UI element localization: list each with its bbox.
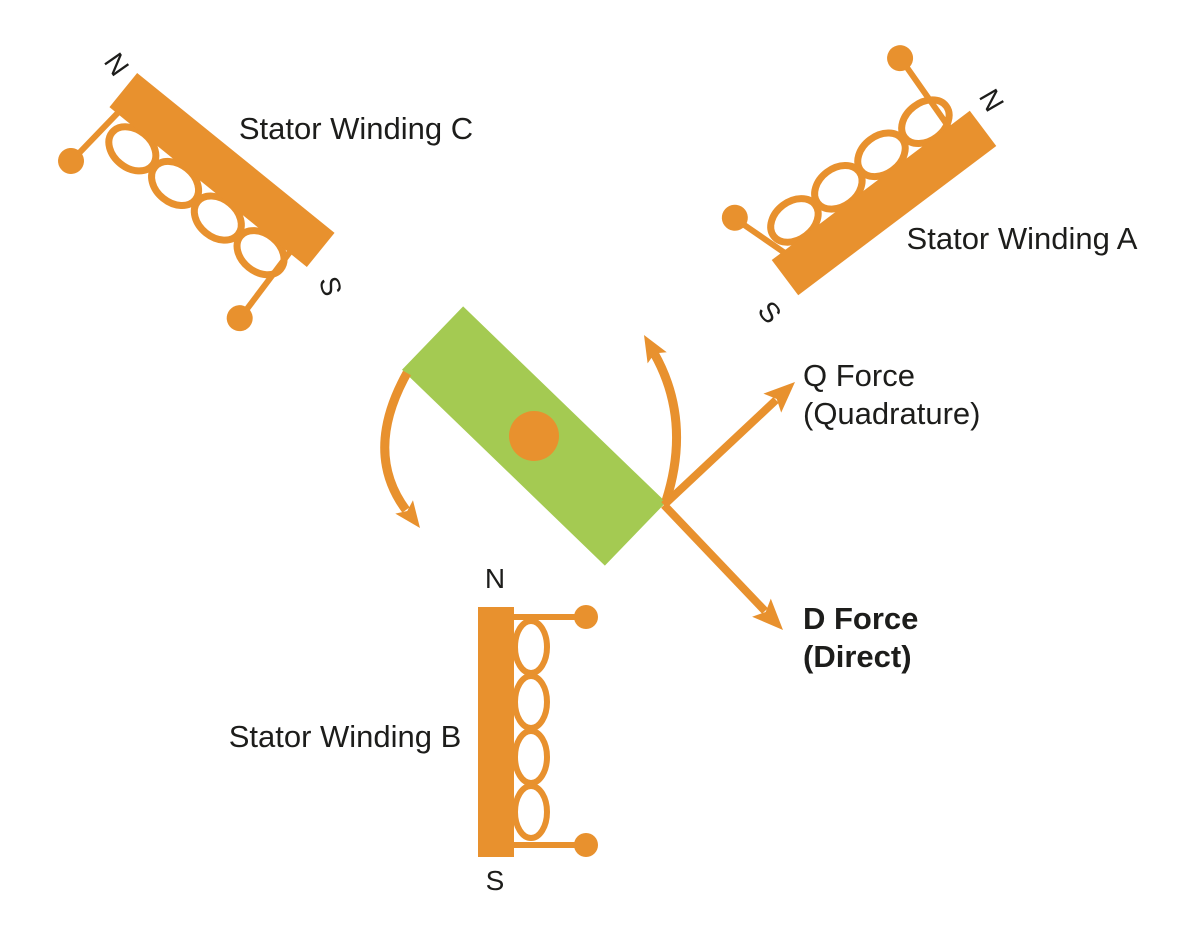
- winding-c-terminal-north-dot: [58, 147, 85, 174]
- d-force-arrow-shaft: [661, 502, 768, 614]
- winding-a: [721, 45, 997, 296]
- winding-a-terminal-north-dot: [887, 45, 914, 72]
- d-force-label-line2: (Direct): [803, 639, 912, 674]
- winding-c: [58, 72, 335, 332]
- winding-b-north-label: N: [485, 563, 505, 594]
- d-force-arrow: [661, 502, 783, 630]
- q-force-arrow: [661, 382, 795, 508]
- rotation-arrow-right-head: [644, 335, 667, 364]
- q-force-arrow-shaft: [661, 397, 779, 508]
- winding-a-title: Stator Winding A: [907, 221, 1138, 256]
- winding-b-terminal-north-dot: [574, 605, 598, 629]
- rotation-arrow-left: [380, 370, 420, 528]
- rotor: [402, 306, 666, 566]
- winding-b-coil-4: [512, 783, 550, 841]
- winding-a-north-label: N: [973, 84, 1010, 117]
- winding-b-bar: [478, 607, 514, 857]
- winding-b: [478, 605, 598, 857]
- d-force-arrow-head: [752, 598, 783, 630]
- q-force-arrow-head: [763, 382, 795, 413]
- winding-b-coils: [512, 618, 550, 841]
- winding-c-title: Stator Winding C: [239, 111, 473, 146]
- winding-b-title: Stator Winding B: [229, 719, 462, 754]
- winding-a-south-label: S: [752, 295, 788, 329]
- winding-c-terminal-south-dot: [226, 305, 253, 332]
- winding-b-coil-2: [512, 673, 550, 731]
- d-force-label-line1: D Force: [803, 601, 918, 636]
- q-force-label-line1: Q Force: [803, 358, 915, 393]
- rotation-arrow-right: [644, 335, 682, 503]
- rotation-arrow-left-arc: [380, 370, 411, 513]
- winding-c-south-label: S: [313, 273, 348, 299]
- winding-a-terminal-south-dot: [721, 204, 748, 231]
- winding-b-coil-3: [512, 728, 550, 786]
- winding-b-coil-1: [512, 618, 550, 676]
- winding-a-bar: [771, 110, 997, 296]
- rotation-arrow-left-head: [395, 500, 420, 528]
- q-force-label-line2: (Quadrature): [803, 396, 980, 431]
- rotor-shaft-dot: [509, 411, 559, 461]
- winding-b-south-label: S: [486, 865, 505, 896]
- winding-c-north-label: N: [98, 47, 135, 81]
- rotation-arrow-right-arc: [650, 350, 682, 503]
- winding-c-bar: [109, 72, 335, 268]
- winding-b-terminal-south-dot: [574, 833, 598, 857]
